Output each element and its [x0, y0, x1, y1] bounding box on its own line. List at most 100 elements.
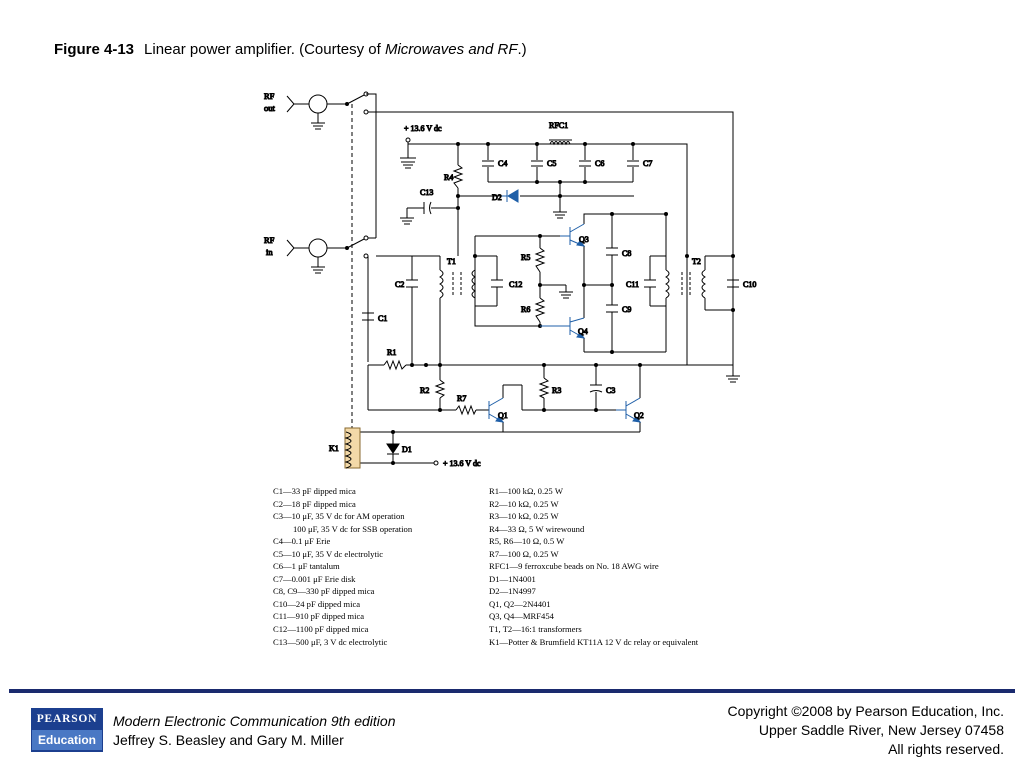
pearson-logo: PEARSON Education — [31, 708, 103, 752]
r7-label: R7 — [457, 394, 466, 403]
copyright-line-1: Copyright ©2008 by Pearson Education, In… — [727, 703, 1004, 719]
c12-label: C12 — [509, 280, 522, 289]
c8-label: C8 — [622, 249, 631, 258]
supply-top-label: + 13.6 V dc — [404, 124, 442, 133]
part-d2: D2—1N4997 — [489, 586, 536, 597]
r6-resistor — [534, 297, 546, 323]
k1-relay — [344, 427, 361, 469]
t1-label: T1 — [447, 257, 456, 266]
r5-resistor — [534, 247, 546, 273]
figure-label: Figure 4-13 — [54, 41, 135, 58]
c10-capacitor — [727, 279, 739, 288]
book-title: Modern Electronic Communication 9th edit… — [113, 713, 396, 729]
c4-label: C4 — [498, 159, 507, 168]
d1-diode — [386, 443, 400, 455]
footer-divider — [9, 689, 1015, 693]
rf-out-connector — [286, 91, 369, 130]
c3-label: C3 — [606, 386, 615, 395]
part-d1: D1—1N4001 — [489, 573, 536, 584]
caption-end: .) — [517, 41, 527, 58]
supply-bottom-label: + 13.6 V dc — [443, 459, 481, 468]
parts-list-right: R1—100 kΩ, 0.25 W R2—10 kΩ, 0.25 W R3—10… — [489, 485, 698, 648]
part-t1-t2: T1, T2—16:1 transformers — [489, 624, 582, 635]
q1-label: Q1 — [498, 411, 508, 420]
c1-label: C1 — [378, 314, 387, 323]
c13-capacitor — [423, 201, 432, 215]
supply-top-terminal — [405, 137, 411, 143]
part-q3-q4: Q3, Q4—MRF454 — [489, 611, 554, 622]
r4-label: R4 — [444, 173, 453, 182]
part-r4: R4—33 Ω, 5 W wirewound — [489, 523, 585, 534]
rf-out-label-1: RF — [264, 91, 275, 101]
c3-capacitor — [589, 384, 603, 393]
c11-capacitor — [644, 279, 656, 288]
part-c3: C3—10 μF, 35 V dc for AM operation — [273, 511, 405, 522]
book-authors: Jeffrey S. Beasley and Gary M. Miller — [113, 732, 344, 748]
part-c12: C12—1100 pF dipped mica — [273, 624, 369, 635]
part-c2: C2—18 pF dipped mica — [273, 498, 356, 509]
part-r7: R7—100 Ω, 0.25 W — [489, 548, 559, 559]
copyright-line-3: All rights reserved. — [888, 741, 1004, 757]
t2-label: T2 — [692, 257, 701, 266]
c6-label: C6 — [595, 159, 604, 168]
c13-label: C13 — [420, 188, 433, 197]
c5-label: C5 — [547, 159, 556, 168]
caption-text: Linear power amplifier. (Courtesy of — [144, 41, 385, 58]
part-r2: R2—10 kΩ, 0.25 W — [489, 498, 559, 509]
q3-transistor — [560, 223, 586, 247]
c2-label: C2 — [395, 280, 404, 289]
d2-label: D2 — [492, 193, 502, 202]
rf-in-label-1: RF — [264, 235, 275, 245]
rf-in-connector — [286, 235, 369, 274]
r2-label: R2 — [420, 386, 429, 395]
part-k1: K1—Potter & Brumfield KT11A 12 V dc rela… — [489, 636, 699, 647]
c7-label: C7 — [643, 159, 652, 168]
part-c5: C5—10 μF, 35 V dc electrolytic — [273, 548, 384, 559]
rfc1-label: RFC1 — [549, 121, 568, 130]
part-c4: C4—0.1 μF Erie — [273, 536, 331, 547]
book-info: Modern Electronic Communication 9th edit… — [113, 712, 395, 750]
part-c11: C11—910 pF dipped mica — [273, 611, 365, 622]
part-c8-c9: C8, C9—330 pF dipped mica — [273, 586, 375, 597]
q3-label: Q3 — [579, 235, 589, 244]
part-q1-q2: Q1, Q2—2N4401 — [489, 598, 551, 609]
q2-transistor — [616, 397, 642, 423]
part-c13: C13—500 μF, 3 V dc electrolytic — [273, 636, 388, 647]
r4-resistor — [452, 164, 464, 189]
part-c10: C10—24 pF dipped mica — [273, 598, 361, 609]
caption-source: Microwaves and RF — [384, 41, 518, 58]
t1-transformer — [439, 269, 476, 299]
part-r5-r6: R5, R6—10 Ω, 0.5 W — [489, 536, 565, 547]
c9-label: C9 — [622, 305, 631, 314]
t2-transformer — [665, 269, 706, 299]
c1-capacitor — [362, 312, 374, 321]
q4-label: Q4 — [578, 327, 588, 336]
q2-label: Q2 — [634, 411, 644, 420]
figure-caption: Figure 4-13 Linear power amplifier. (Cour… — [54, 41, 527, 58]
rf-out-label-2: out — [264, 103, 276, 113]
part-c1: C1—33 pF dipped mica — [273, 486, 356, 496]
part-rfc1: RFC1—9 ferroxcube beads on No. 18 AWG wi… — [489, 561, 659, 572]
logo-subtitle: Education — [32, 730, 102, 750]
q1-transistor — [488, 397, 505, 423]
rfc1-choke — [549, 139, 572, 146]
c2-capacitor — [406, 279, 418, 288]
r1-label: R1 — [387, 348, 396, 357]
r7-resistor — [455, 404, 477, 416]
k1-label: K1 — [329, 444, 339, 453]
r1-resistor — [383, 359, 407, 371]
logo-wordmark: PEARSON — [36, 713, 98, 725]
part-c3-ssb: 100 μF, 35 V dc for SSB operation — [293, 523, 413, 534]
part-r1: R1—100 kΩ, 0.25 W — [489, 486, 563, 496]
parts-list-left: C1—33 pF dipped mica C2—18 pF dipped mic… — [273, 485, 412, 648]
amplifier-schematic: RF out RF in — [264, 91, 757, 469]
d1-label: D1 — [402, 445, 412, 454]
copyright-line-2: Upper Saddle River, New Jersey 07458 — [758, 722, 1004, 738]
c10-label: C10 — [743, 280, 756, 289]
c11-label: C11 — [626, 280, 639, 289]
c12-capacitor — [491, 279, 503, 288]
r6-label: R6 — [521, 305, 530, 314]
r5-label: R5 — [521, 253, 530, 262]
wiring — [360, 93, 740, 466]
rf-in-label-2: in — [266, 247, 273, 257]
